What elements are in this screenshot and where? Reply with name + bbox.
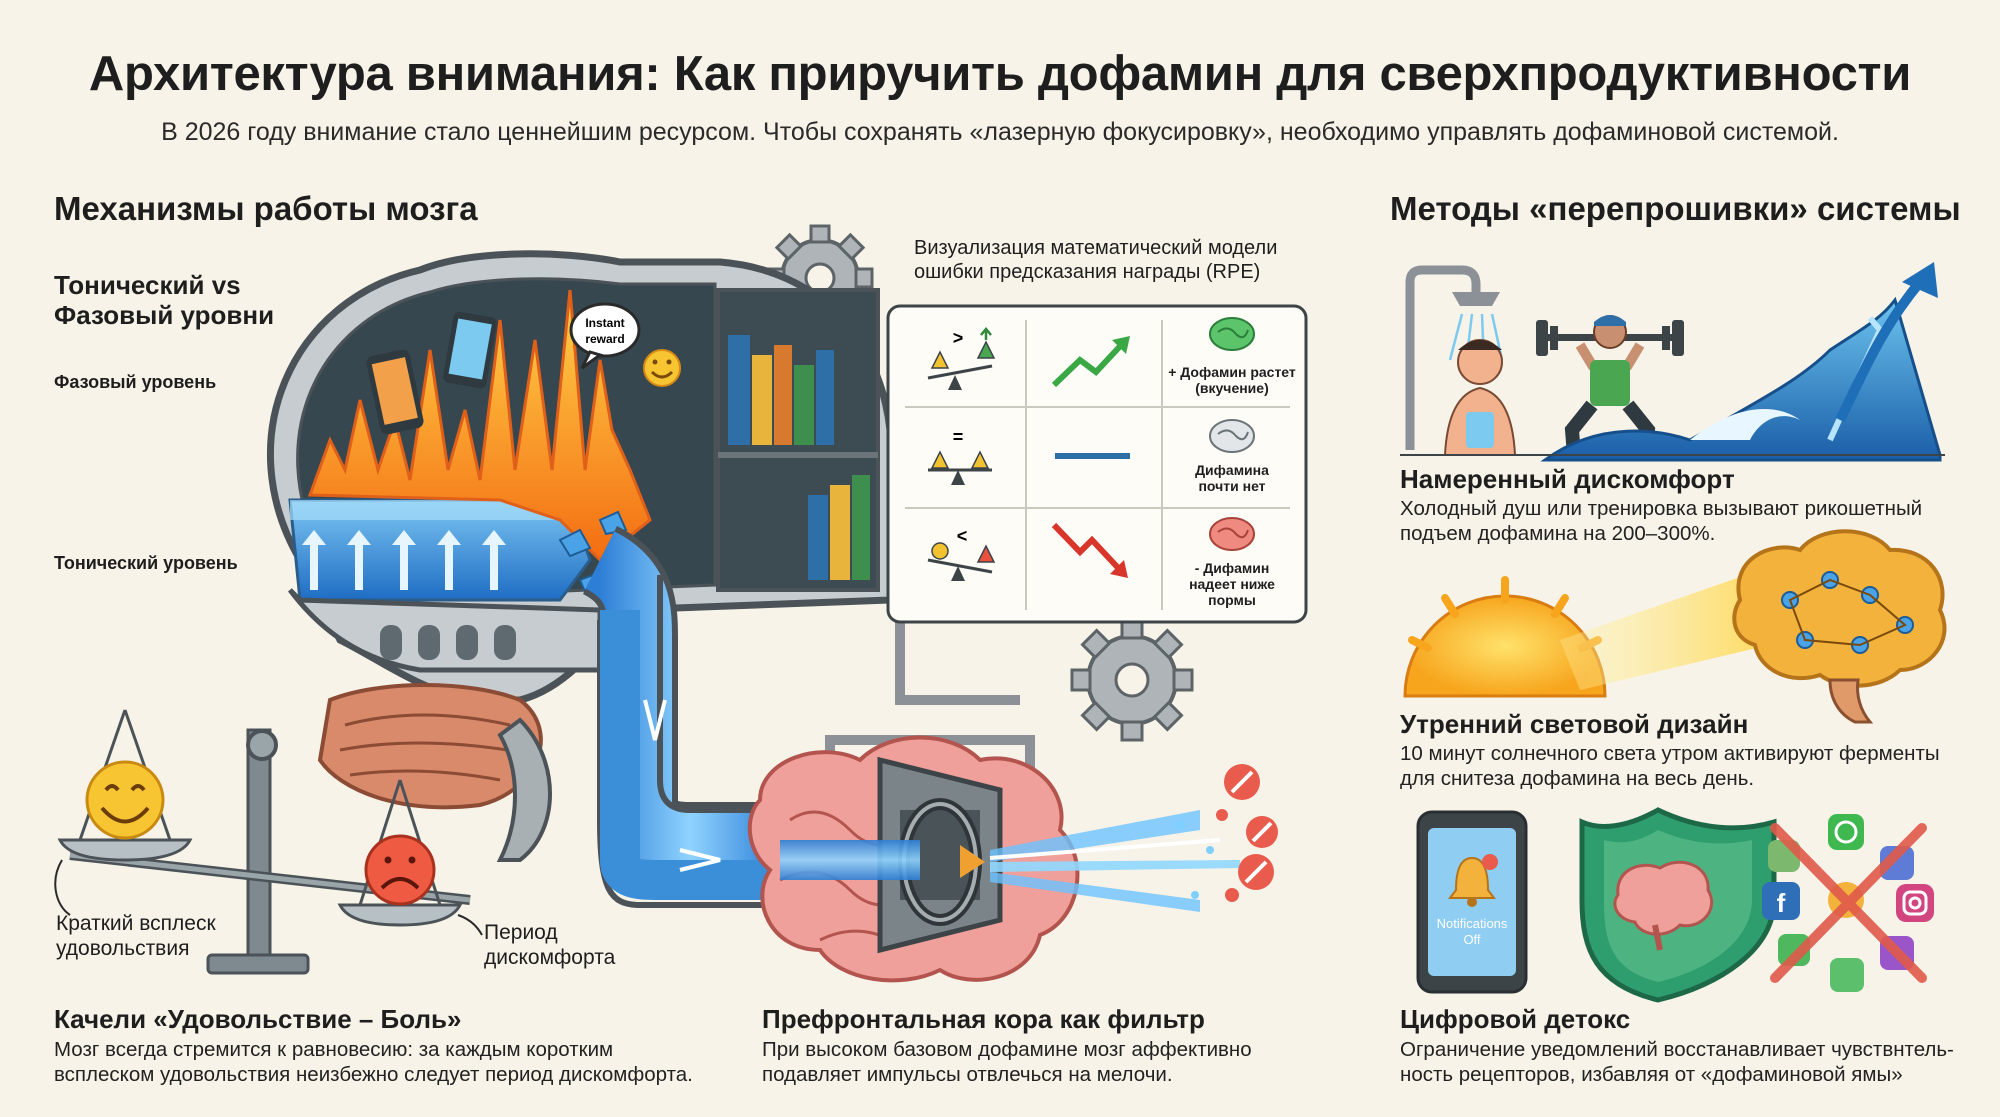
rpe-row2-text: Дифамина почти нет <box>1162 462 1302 494</box>
facebook-icon: f <box>1762 882 1800 920</box>
swing-title: Качели «Удовольствие – Боль» <box>54 1004 462 1034</box>
brain-base <box>288 588 603 862</box>
bell-icon <box>1448 854 1498 907</box>
page-subtitle: В 2026 году внимание стало ценнейшим рес… <box>161 118 1839 146</box>
right-section-title: Методы «перепрошивки» системы <box>1390 190 1961 227</box>
blocked-distractions <box>1216 764 1278 902</box>
pfc-text-line2: подавляет импульсы отвлечься на мелочи. <box>762 1063 1173 1086</box>
pfc-text-line1: При высоком базовом дофамине мозг аффект… <box>762 1038 1252 1061</box>
rpe-row3-line2: надеет ниже <box>1189 576 1275 592</box>
cold-shower-person <box>1443 339 1517 456</box>
shower-icon <box>1405 265 1504 450</box>
tablet-icon <box>443 311 497 389</box>
phasic-level-label: Фазовый уровень <box>54 372 217 392</box>
swing-text: Мозг всегда стремится к равновесию: за к… <box>54 1037 693 1087</box>
swing-text-line1: Мозг всегда стремится к равновесию: за к… <box>54 1038 614 1061</box>
instagram-icon <box>1896 884 1934 922</box>
svg-text:f: f <box>1777 888 1786 918</box>
rpe-row3-line1: - Дифамин <box>1194 560 1270 576</box>
method3-text-line1: Ограничение уведомлений восстанавливает … <box>1400 1038 1954 1061</box>
social-icons-crossed: f <box>1762 814 1934 992</box>
method2-text-line1: 10 минут солнечного света утром активиру… <box>1400 742 1940 765</box>
discomfort-line2: дискомфорта <box>484 946 616 969</box>
phasic-fire <box>307 289 652 563</box>
method3-text-line2: ность рецепторов, избавляя от «дофаминов… <box>1400 1063 1903 1086</box>
phone-line1: Notifications <box>1437 916 1508 931</box>
shield-icon <box>1579 807 1777 1003</box>
short-burst-label: Краткий всплеск удовольствия <box>56 911 216 961</box>
rpe-balance-positive: > <box>927 327 996 390</box>
rpe-balance-equal: = <box>928 427 992 485</box>
emoji-sad-icon <box>364 834 436 906</box>
rpe-row1-line1: + Дофамин растет <box>1168 364 1296 380</box>
page-title: Архитектура внимания: Как приручить дофа… <box>88 47 1912 101</box>
emoji-smile-icon <box>643 349 681 387</box>
tonic-phasic-title-2: Фазовый уровни <box>54 300 275 330</box>
left-section-title: Механизмы работы мозга <box>54 190 478 227</box>
phone-icon <box>366 349 424 435</box>
rpe-row1-symbol: > <box>953 328 964 348</box>
discomfort-line1: Период <box>484 921 558 944</box>
brain-icon <box>1209 317 1255 351</box>
emoji-smile-icon <box>85 760 165 840</box>
rpe-row2-line2: почти нет <box>1198 478 1266 494</box>
arrow-up-icon <box>1051 339 1127 388</box>
method1-text-line2: подъем дофамина на 200–300%. <box>1400 522 1716 545</box>
method2-text: 10 минут солнечного света утром активиру… <box>1400 741 1940 791</box>
pfc-title: Префронтальная кора как фильтр <box>762 1004 1205 1034</box>
discomfort-label: Период дискомфорта <box>484 920 615 970</box>
gear-icon <box>1070 618 1194 742</box>
instant-reward-bubble: Instant reward <box>569 302 641 370</box>
rpe-caption: Визуализация математический модели ошибк… <box>914 236 1277 284</box>
whatsapp-icon <box>1828 814 1864 850</box>
rpe-row3-line3: пормы <box>1208 592 1256 608</box>
rpe-table <box>886 304 1308 624</box>
phone-notifications-off: Notifications Off <box>1416 810 1528 994</box>
dopamine-pipe <box>581 526 780 908</box>
rpe-caption-line2: ошибки предсказания награды (RPE) <box>914 261 1261 283</box>
pfc-text: При высоком базовом дофамине мозг аффект… <box>762 1037 1252 1087</box>
bubble-line2: reward <box>585 332 624 346</box>
brain-icon <box>1209 517 1255 551</box>
rpe-row3-text: - Дифамин надеет ниже пормы <box>1162 560 1302 608</box>
bubble-line1: Instant <box>585 316 624 330</box>
arrow-down-icon <box>1051 522 1125 575</box>
method3-text: Ограничение уведомлений восстанавливает … <box>1400 1037 1954 1087</box>
brain-icon <box>1732 529 1947 724</box>
rpe-balance-negative: < <box>927 526 996 581</box>
rpe-row1-text: + Дофамин растет (вкучение) <box>1162 364 1302 396</box>
weightlifter-icon <box>1536 315 1684 456</box>
rpe-row2-line1: Дифамина <box>1195 462 1269 478</box>
method2-text-line2: для снитеза дофамина на весь день. <box>1400 767 1755 790</box>
rpe-row3-symbol: < <box>957 526 968 546</box>
tonic-level-label: Тонический уровень <box>54 553 238 573</box>
short-burst-line2: удовольствия <box>56 937 190 960</box>
tonic-phasic-title-1: Тонический vs <box>54 270 241 300</box>
swing-text-line2: всплеском удовольствия неизбежно следует… <box>54 1063 693 1086</box>
tonic-water-tank <box>288 498 592 602</box>
cross-icon <box>1770 823 1927 983</box>
rpe-row2-symbol: = <box>953 427 964 447</box>
arrow-up-icon <box>302 530 506 590</box>
book-icon <box>728 335 870 580</box>
rpe-caption-line1: Визуализация математический модели <box>914 237 1278 259</box>
method1-text-line1: Холодный душ или тренировка вызывают рик… <box>1400 497 1923 520</box>
method2-title: Утренний световой дизайн <box>1400 709 1749 739</box>
pfc-filter <box>780 756 1003 954</box>
method3-title: Цифровой детокс <box>1400 1004 1631 1034</box>
short-burst-line1: Краткий всплеск <box>56 912 216 935</box>
phone-line2: Off <box>1463 932 1480 947</box>
wave-icon <box>1540 262 1942 462</box>
focus-beam <box>989 810 1240 912</box>
method1-text: Холодный душ или тренировка вызывают рик… <box>1400 496 1922 546</box>
light-beam <box>1560 570 1790 690</box>
brain-icon <box>1209 419 1255 453</box>
method1-title: Намеренный дискомфорт <box>1400 464 1735 494</box>
rpe-row1-line2: (вкучение) <box>1195 380 1269 396</box>
